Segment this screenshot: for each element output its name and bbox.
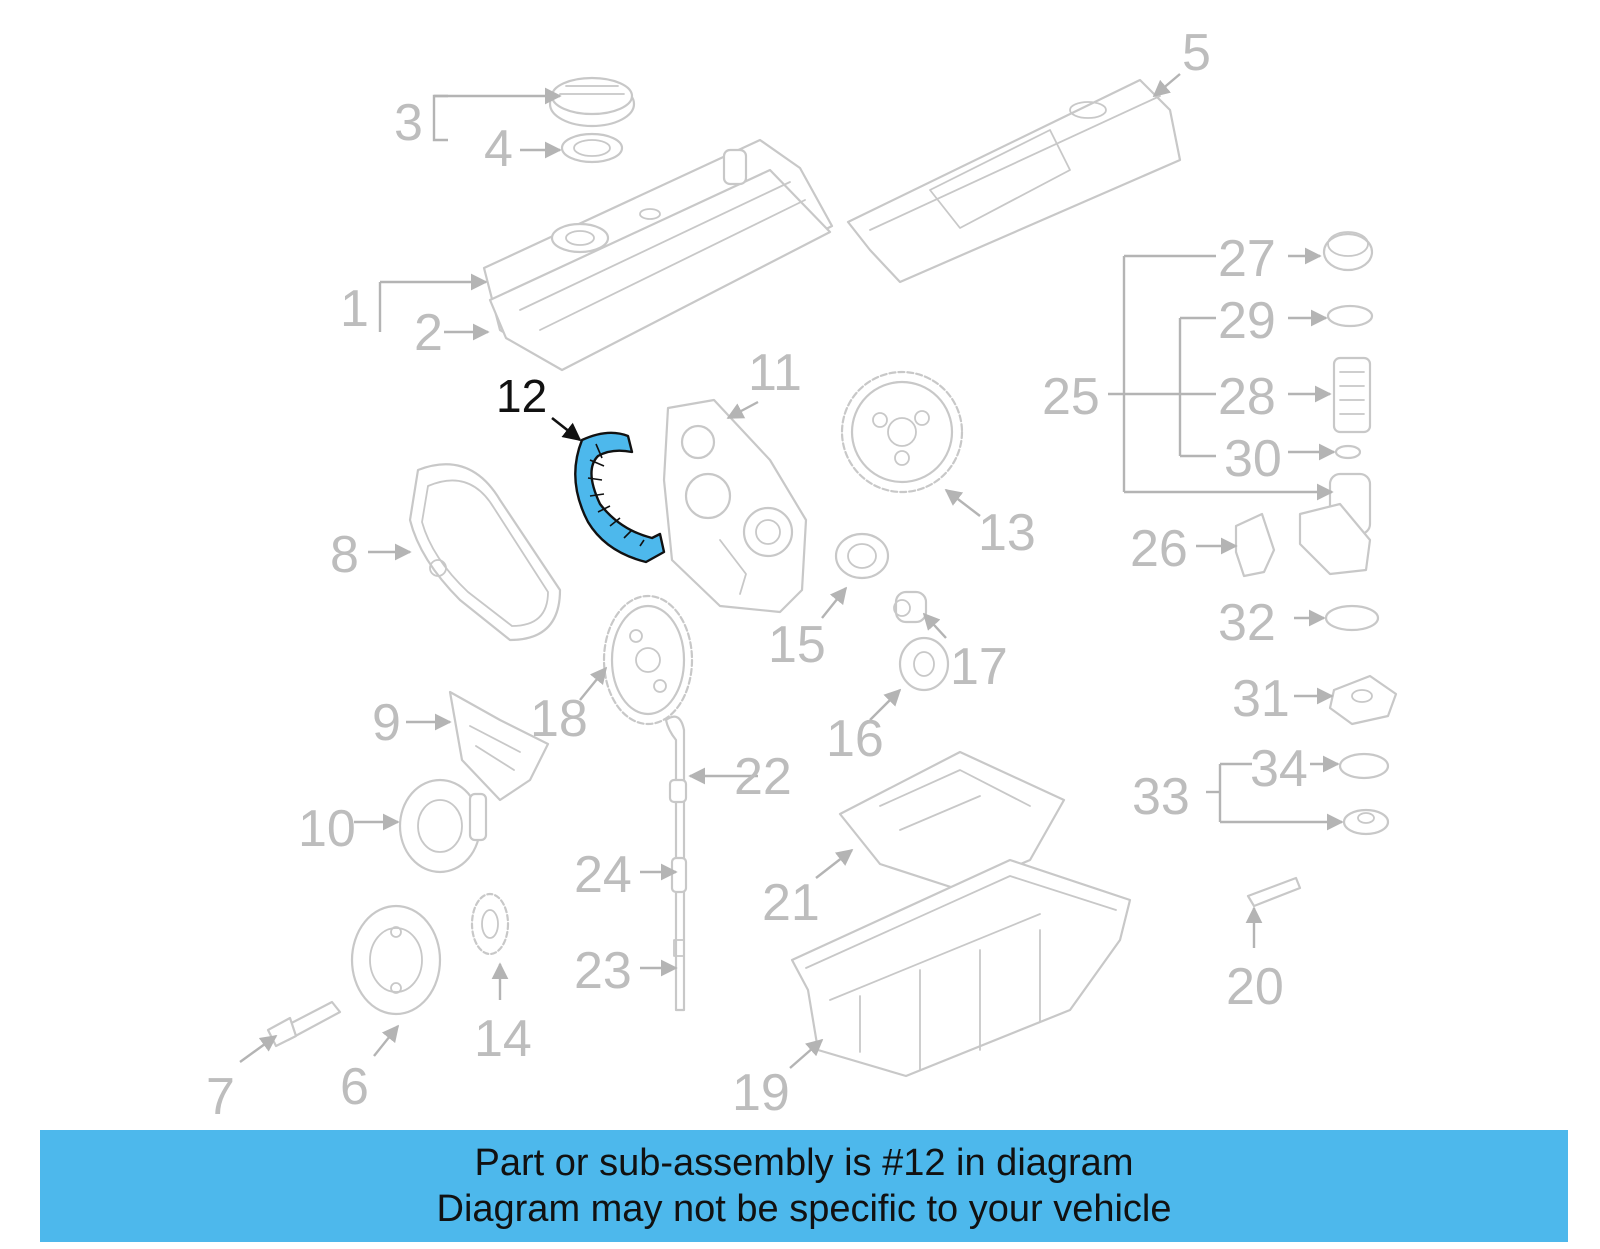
- crankshaft-sprocket: [602, 594, 694, 726]
- callout-22: 22: [734, 748, 792, 806]
- callout-3: 3: [394, 94, 423, 152]
- callout-6: 6: [340, 1058, 369, 1116]
- callout-31: 31: [1232, 670, 1290, 728]
- tensioner-pulley: [898, 636, 950, 692]
- callout-30: 30: [1224, 430, 1282, 488]
- idler-pulley: [834, 532, 890, 580]
- oil-pan-baffle: [838, 750, 1066, 892]
- callout-32: 32: [1218, 594, 1276, 652]
- bushing: [893, 590, 928, 624]
- cover-plate: [448, 690, 550, 802]
- callout-9: 9: [372, 694, 401, 752]
- oil-filler-cap: [548, 76, 636, 128]
- callout-12: 12: [496, 370, 547, 422]
- timing-case: [662, 398, 808, 614]
- callout-25: 25: [1042, 368, 1100, 426]
- callout-33: 33: [1132, 768, 1190, 826]
- housing-gasket: [1234, 512, 1276, 578]
- callout-16: 16: [826, 710, 884, 768]
- callout-5: 5: [1182, 24, 1211, 82]
- camshaft-sprocket: [840, 370, 964, 494]
- pulley-bolt: [266, 1000, 342, 1048]
- oil-pan: [790, 858, 1132, 1078]
- crankshaft-pulley: [350, 904, 442, 1016]
- oil-filter-housing: [1298, 472, 1372, 576]
- banner-line-1: Part or sub-assembly is #12 in diagram: [474, 1142, 1134, 1184]
- oil-filter-cap: [1322, 231, 1374, 272]
- callout-4: 4: [484, 120, 513, 178]
- oil-filter-element: [1332, 356, 1372, 434]
- callout-7: 7: [206, 1068, 235, 1126]
- callout-34: 34: [1250, 740, 1308, 798]
- oil-cooler: [1328, 674, 1398, 726]
- sealant-tube: [1246, 876, 1302, 908]
- callout-23: 23: [574, 942, 632, 1000]
- callout-17: 17: [950, 638, 1008, 696]
- highlighted-part-12: [574, 431, 666, 564]
- notice-banner: Part or sub-assembly is #12 in diagram D…: [40, 1130, 1568, 1242]
- callout-24: 24: [574, 846, 632, 904]
- engine-cover: [846, 78, 1182, 284]
- oil-filler-seal: [560, 132, 624, 164]
- callout-8: 8: [330, 526, 359, 584]
- callout-19: 19: [732, 1064, 790, 1122]
- o-ring-34: [1338, 752, 1390, 780]
- valve-cover: [482, 138, 834, 372]
- callout-18: 18: [530, 690, 588, 748]
- callout-26: 26: [1130, 520, 1188, 578]
- banner-line-2: Diagram may not be specific to your vehi…: [436, 1188, 1172, 1230]
- callout-14: 14: [474, 1010, 532, 1068]
- parts-diagram: 3 4 5 1 2 12 11 13 8 15 17 16 18 9 10 22…: [206, 24, 1398, 1126]
- o-ring-30: [1334, 444, 1362, 460]
- callout-15: 15: [768, 616, 826, 674]
- callout-28: 28: [1218, 368, 1276, 426]
- drain-plug: [1342, 808, 1390, 836]
- callout-1: 1: [340, 280, 369, 338]
- callout-29: 29: [1218, 292, 1276, 350]
- o-ring-29: [1326, 304, 1374, 328]
- oil-pump-gear: [470, 892, 510, 956]
- callout-27: 27: [1218, 230, 1276, 288]
- callout-labels: 3 4 5 1 2 12 11 13 8 15 17 16 18 9 10 22…: [206, 24, 1308, 1126]
- callout-13: 13: [978, 504, 1036, 562]
- callout-11: 11: [748, 344, 802, 402]
- callout-20: 20: [1226, 958, 1284, 1016]
- leader-lines: [239, 73, 1344, 1069]
- dipstick: [664, 715, 688, 1012]
- o-ring-32: [1324, 604, 1380, 632]
- timing-cover-outer: [408, 463, 562, 642]
- callout-10: 10: [298, 800, 356, 858]
- callout-21: 21: [762, 874, 820, 932]
- seal-housing: [398, 778, 488, 874]
- callout-2: 2: [414, 304, 443, 362]
